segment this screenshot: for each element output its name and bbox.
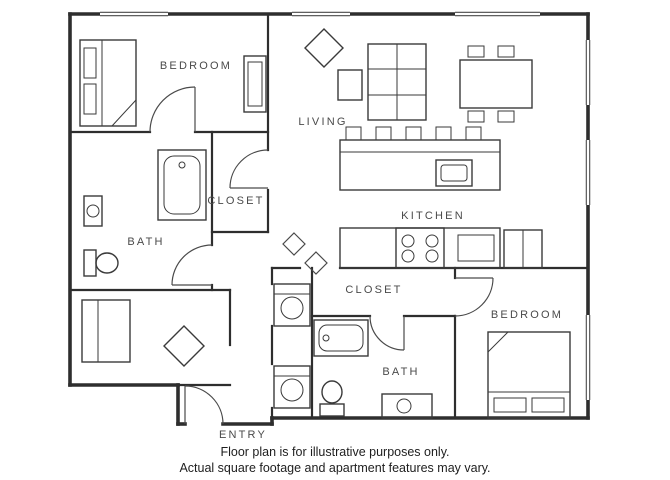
floor-plan-svg: BEDROOM LIVING CLOSET BATH KITCHEN CLOSE… (68, 11, 591, 441)
doors (149, 86, 494, 425)
bed-icon (79, 39, 137, 127)
bathtub2-icon (313, 319, 369, 357)
closet2-door-leaves (282, 232, 328, 275)
bath1-door (171, 244, 213, 286)
disclaimer: Floor plan is for illustrative purposes … (0, 444, 670, 476)
disclaimer-line2: Actual square footage and apartment feat… (179, 461, 491, 475)
bath1-label: BATH (127, 236, 164, 248)
entry-label: ENTRY (219, 429, 267, 441)
closet2-label: CLOSET (345, 284, 402, 296)
side-table-icon (337, 69, 363, 101)
exterior-walls (68, 12, 590, 426)
entry-door (184, 385, 224, 425)
fridge-icon (503, 229, 543, 269)
bedroom2-door (454, 277, 494, 317)
bed2-icon (487, 331, 571, 419)
dresser-icon (243, 55, 267, 113)
toilet-icon (83, 249, 119, 277)
bath2-door (369, 315, 405, 351)
dryer-icon (273, 365, 311, 409)
accent-chair-icon (304, 28, 344, 68)
floor-plan: BEDROOM LIVING CLOSET BATH KITCHEN CLOSE… (68, 11, 591, 441)
dining-table-icon (459, 45, 533, 123)
toilet2-icon (319, 380, 345, 417)
vanity-sink-icon (381, 393, 433, 419)
bedroom2-label: BEDROOM (491, 309, 563, 321)
bedroom1-door (149, 86, 196, 133)
interior-walls (68, 12, 590, 420)
closet1-label: CLOSET (207, 195, 264, 207)
bar-stools-icon (345, 126, 482, 141)
washer-icon (273, 283, 311, 327)
desk-icon (81, 299, 131, 363)
bathtub-icon (157, 149, 207, 221)
bath2-label: BATH (382, 366, 419, 378)
sofa-icon (367, 43, 427, 121)
chair-icon (163, 325, 205, 367)
kitchen-label: KITCHEN (401, 210, 465, 222)
dishwasher-icon (457, 234, 495, 262)
room-labels: BEDROOM LIVING CLOSET BATH KITCHEN CLOSE… (127, 60, 563, 441)
sink-icon (83, 195, 103, 227)
kitchen-counter-icon (339, 227, 501, 269)
kitchen-island-icon (339, 139, 501, 191)
stove-icon (395, 227, 445, 269)
living-label: LIVING (298, 116, 347, 128)
closet1-door (229, 149, 269, 189)
disclaimer-line1: Floor plan is for illustrative purposes … (220, 445, 450, 459)
bedroom1-label: BEDROOM (160, 60, 232, 72)
windows (100, 11, 591, 400)
